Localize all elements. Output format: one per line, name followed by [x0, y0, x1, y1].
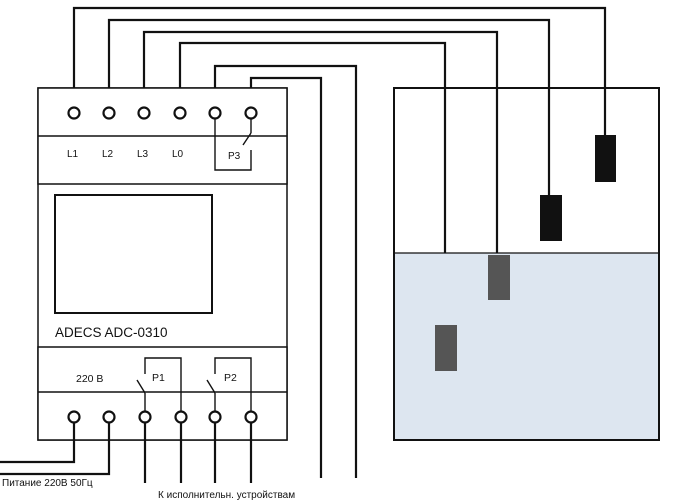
display-screen	[54, 194, 213, 314]
terminal-p1a-screw	[138, 410, 152, 424]
actuators-caption: К исполнительн. устройствам	[158, 490, 295, 501]
relay-p2-contact	[206, 357, 252, 411]
terminal-l3-screw	[137, 106, 151, 120]
wire-l1	[72, 6, 607, 135]
device-bottom-module	[37, 346, 288, 441]
terminal-p2b-screw	[244, 410, 258, 424]
terminal-p2a-screw	[208, 410, 222, 424]
label-l0: L0	[172, 149, 184, 160]
wire-l2	[107, 18, 551, 195]
wire-power-b	[0, 423, 111, 476]
terminal-p3b-screw	[244, 106, 258, 120]
terminal-p3a-screw	[208, 106, 222, 120]
probe-l3	[488, 255, 510, 300]
terminal-power-a-screw	[67, 410, 81, 424]
tank-outline	[393, 87, 660, 441]
water-volume	[394, 253, 659, 440]
label-power-220: 220 B	[76, 373, 103, 385]
label-relay-p3: P3	[228, 151, 241, 162]
label-relay-p2: P2	[224, 372, 237, 384]
probe-l0	[435, 325, 457, 371]
terminal-l2-screw	[102, 106, 116, 120]
relay-p1-contact	[136, 357, 182, 411]
level-probes	[435, 135, 616, 371]
terminal-l0-screw	[173, 106, 187, 120]
label-l3: L3	[137, 149, 149, 160]
power-supply-wires	[0, 423, 111, 476]
power-supply-caption: Питание 220В 50Гц	[2, 478, 93, 489]
relay-p3-contact	[214, 119, 252, 171]
terminal-l1-screw	[67, 106, 81, 120]
terminal-p1b-screw	[174, 410, 188, 424]
wire-l0	[178, 41, 447, 325]
terminal-power-b-screw	[102, 410, 116, 424]
wire-p3-a	[213, 64, 358, 478]
label-l2: L2	[102, 149, 114, 160]
water-tank	[393, 87, 660, 441]
actuator-wires	[143, 423, 253, 483]
controller-device	[37, 87, 288, 441]
label-relay-p1: P1	[152, 372, 165, 384]
wire-l3	[142, 30, 499, 255]
bottom-terminals	[67, 410, 258, 424]
top-terminals	[67, 106, 258, 120]
probe-l2	[540, 195, 562, 241]
device-model-label: ADECS ADC-0310	[55, 325, 168, 340]
probe-l1	[595, 135, 616, 182]
wire-power-a	[0, 423, 76, 464]
label-l1: L1	[67, 149, 79, 160]
